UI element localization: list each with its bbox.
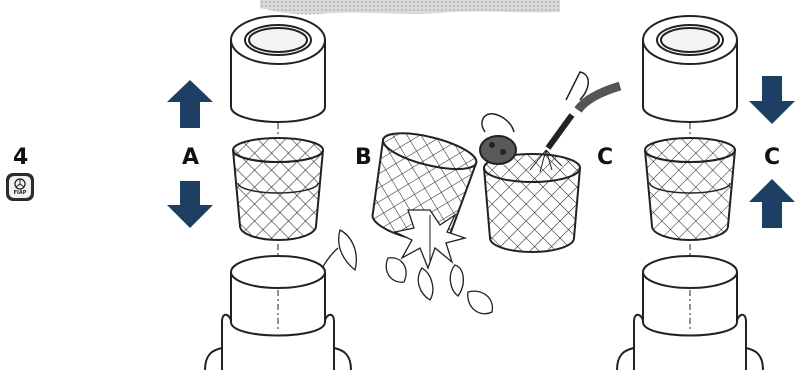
mesh-basket-c-right xyxy=(645,150,735,240)
arrow-up-icon xyxy=(749,179,795,228)
leaf-icon xyxy=(450,265,463,296)
column-b xyxy=(322,126,492,314)
leaf-icon xyxy=(322,248,338,268)
label-b: B xyxy=(355,147,372,169)
arrow-up-icon xyxy=(167,80,213,128)
leaf-icon xyxy=(339,230,357,270)
logo-text: FIAP xyxy=(9,190,31,196)
label-c-right: C xyxy=(764,147,780,169)
logo-plate: FIAP xyxy=(9,176,31,198)
leaf-icon xyxy=(418,268,433,300)
leaf-icon xyxy=(468,291,493,314)
brand-logo: FIAP xyxy=(6,173,34,201)
label-a: A xyxy=(182,147,199,169)
column-c-right xyxy=(617,16,763,370)
column-a xyxy=(205,16,351,370)
mesh-basket-a xyxy=(233,150,323,240)
sponge-icon xyxy=(480,136,516,164)
arrow-down-icon xyxy=(749,76,795,124)
leaf-icon xyxy=(386,258,406,282)
top-texture xyxy=(260,0,560,14)
label-c-left: C xyxy=(597,147,613,169)
step-number: 4 xyxy=(13,147,28,169)
arrow-down-icon xyxy=(167,181,213,228)
